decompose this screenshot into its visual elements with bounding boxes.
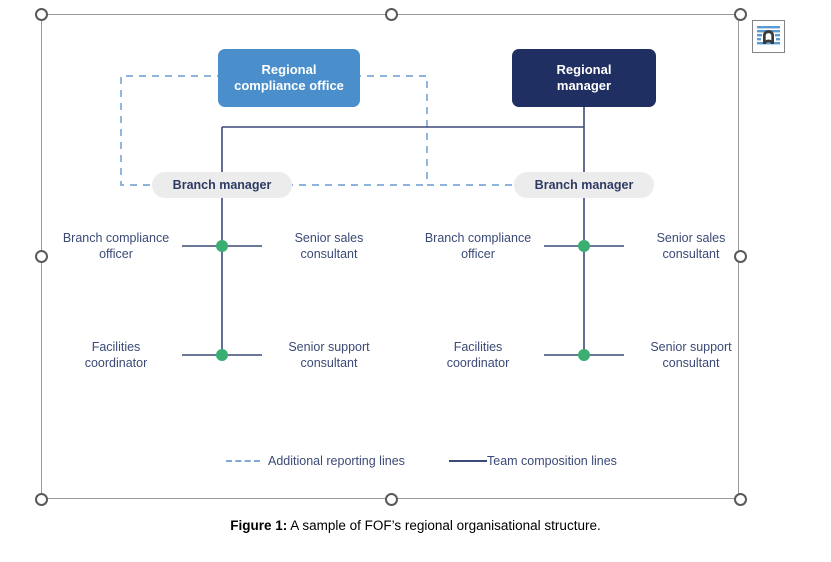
selected-object-frame[interactable] bbox=[35, 8, 747, 506]
role-line1: Senior support bbox=[288, 340, 370, 354]
resize-handle-middle-right[interactable] bbox=[734, 250, 747, 263]
diagram-legend: Additional reporting lines Team composit… bbox=[181, 454, 617, 476]
role-line2: consultant bbox=[662, 247, 720, 261]
role-line2: officer bbox=[461, 247, 495, 261]
resize-handle-bottom-right[interactable] bbox=[734, 493, 747, 506]
resize-handle-bottom-center[interactable] bbox=[385, 493, 398, 506]
node-dot-right-row2 bbox=[578, 349, 590, 361]
org-chart-diagram[interactable]: Regional compliance office Regional mana… bbox=[41, 14, 739, 499]
role-line1: Senior sales bbox=[656, 231, 726, 245]
solid-line-swatch-icon bbox=[449, 460, 487, 462]
label-branch-compliance-officer-right: Branch compliance officer bbox=[414, 230, 542, 262]
label-senior-sales-consultant-left: Senior sales consultant bbox=[265, 230, 393, 262]
label-senior-sales-consultant-right: Senior sales consultant bbox=[627, 230, 755, 262]
node-dot-right-row1 bbox=[578, 240, 590, 252]
text-wrapping-layout-options-icon bbox=[753, 21, 784, 52]
figure-caption-label: Figure 1: bbox=[230, 518, 288, 533]
label-senior-support-consultant-left: Senior support consultant bbox=[265, 339, 393, 371]
label-branch-compliance-officer-left: Branch compliance officer bbox=[52, 230, 180, 262]
node-dot-left-row1 bbox=[216, 240, 228, 252]
label-facilities-coordinator-left: Facilities coordinator bbox=[52, 339, 180, 371]
role-line2: consultant bbox=[300, 356, 358, 370]
role-line1: Facilities bbox=[453, 340, 503, 354]
role-line1: Senior support bbox=[650, 340, 732, 354]
resize-handle-middle-left[interactable] bbox=[35, 250, 48, 263]
node-regional-compliance-office[interactable]: Regional compliance office bbox=[218, 49, 360, 107]
resize-handle-bottom-left[interactable] bbox=[35, 493, 48, 506]
legend-item-team-composition-lines: Team composition lines bbox=[449, 454, 617, 468]
node-label-line1: Regional bbox=[261, 62, 317, 77]
role-line1: Branch compliance bbox=[62, 231, 170, 245]
figure-caption: Figure 1: A sample of FOF’s regional org… bbox=[0, 518, 831, 533]
layout-options-button[interactable] bbox=[752, 20, 785, 53]
legend-label-additional-reporting-lines: Additional reporting lines bbox=[268, 454, 405, 468]
node-label-line1: Regional bbox=[556, 62, 612, 77]
role-line2: consultant bbox=[662, 356, 720, 370]
label-senior-support-consultant-right: Senior support consultant bbox=[627, 339, 755, 371]
role-line2: coordinator bbox=[84, 356, 148, 370]
resize-handle-top-left[interactable] bbox=[35, 8, 48, 21]
role-line1: Senior sales bbox=[294, 231, 364, 245]
figure-caption-text: A sample of FOF’s regional organisationa… bbox=[287, 518, 601, 533]
node-dot-left-row2 bbox=[216, 349, 228, 361]
node-branch-manager-right[interactable]: Branch manager bbox=[514, 172, 654, 198]
node-label-line2: compliance office bbox=[234, 78, 344, 93]
role-line1: Branch compliance bbox=[424, 231, 532, 245]
role-line1: Facilities bbox=[91, 340, 141, 354]
role-line2: officer bbox=[99, 247, 133, 261]
node-regional-manager[interactable]: Regional manager bbox=[512, 49, 656, 107]
node-label-line2: manager bbox=[556, 78, 612, 93]
resize-handle-top-center[interactable] bbox=[385, 8, 398, 21]
node-branch-manager-left[interactable]: Branch manager bbox=[152, 172, 292, 198]
dashed-line-swatch-icon bbox=[226, 460, 260, 462]
role-line2: coordinator bbox=[446, 356, 510, 370]
role-line2: consultant bbox=[300, 247, 358, 261]
legend-item-additional-reporting-lines: Additional reporting lines bbox=[226, 454, 405, 468]
label-facilities-coordinator-right: Facilities coordinator bbox=[414, 339, 542, 371]
resize-handle-top-right[interactable] bbox=[734, 8, 747, 21]
legend-label-team-composition-lines: Team composition lines bbox=[487, 454, 617, 468]
